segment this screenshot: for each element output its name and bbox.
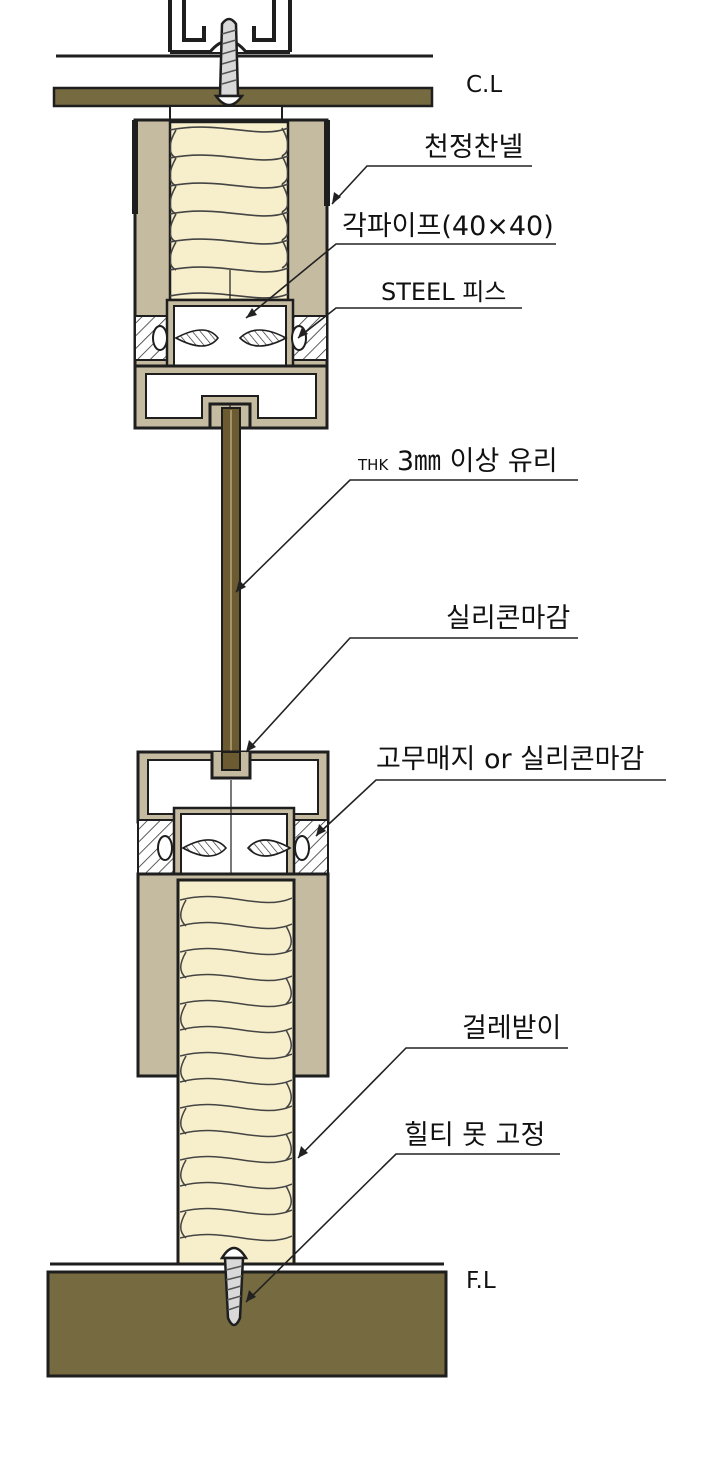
rubber-or-silicone-label: 고무매지 or 실리콘마감 bbox=[376, 744, 645, 775]
glass-label: THK 3㎜ 이상 유리 bbox=[358, 448, 558, 475]
leader-square-pipe bbox=[245, 243, 556, 319]
leader-arrowheads bbox=[236, 192, 341, 1302]
floor-level-label: F.L bbox=[466, 1268, 496, 1294]
silicone-finish-label: 실리콘마감 bbox=[446, 603, 571, 634]
ceiling-spacer bbox=[169, 105, 283, 121]
bottom-glass-holder bbox=[136, 750, 330, 824]
bottom-insulation bbox=[176, 878, 296, 1266]
steel-screw-label: STEEL 피스 bbox=[381, 278, 507, 306]
ceiling-channel-label: 천정찬넬 bbox=[424, 132, 524, 163]
hilti-nail-label: 힐티 못 고정 bbox=[404, 1120, 546, 1151]
leader-glass bbox=[235, 479, 578, 593]
leader-baseboard bbox=[297, 1047, 568, 1159]
leader-lines bbox=[235, 165, 666, 1303]
leader-ceiling-channel bbox=[331, 165, 532, 205]
leader-hilti bbox=[245, 1153, 560, 1303]
leader-steel-screw bbox=[297, 307, 522, 339]
ceiling-slab bbox=[52, 86, 434, 108]
ceiling-level-label: C.L bbox=[466, 72, 503, 98]
hilti-nail bbox=[219, 1246, 249, 1327]
glass-spec: 3㎜ 이상 유리 bbox=[396, 446, 558, 477]
ceiling-insulation bbox=[168, 120, 290, 302]
floor-slab bbox=[46, 1270, 448, 1378]
baseboard-label: 걸레받이 bbox=[462, 1013, 562, 1044]
bottom-steel-screws bbox=[157, 835, 310, 861]
square-pipe-label: 각파이프(40×40) bbox=[342, 211, 554, 242]
ceiling-screw bbox=[213, 17, 245, 107]
leader-silicone bbox=[245, 637, 578, 753]
leader-rubber bbox=[315, 779, 666, 837]
glass-thk-prefix: THK bbox=[358, 456, 389, 474]
ceiling-glass-holder bbox=[133, 364, 329, 430]
ceiling-steel-screws bbox=[152, 325, 307, 351]
